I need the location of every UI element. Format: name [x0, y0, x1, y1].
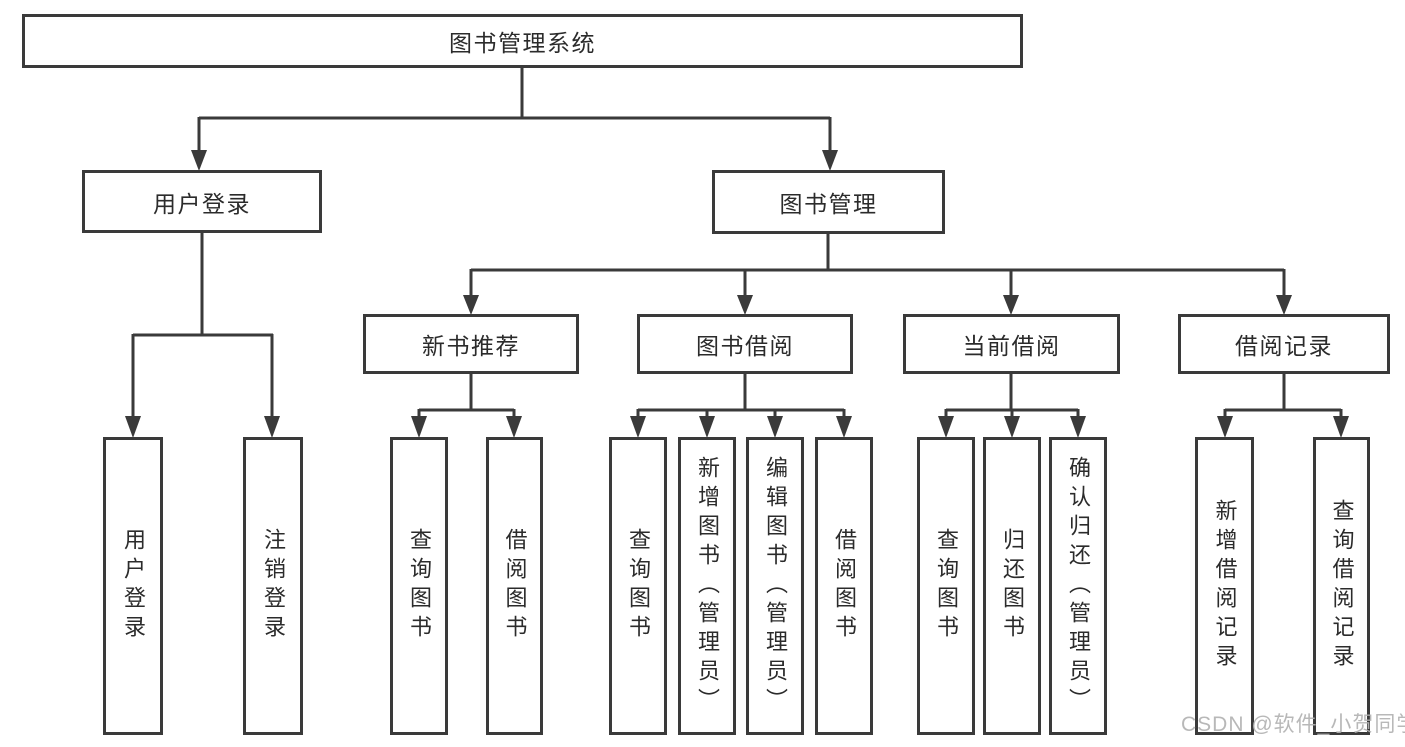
node-query-borrow-record-label: 查询借阅记录: [1329, 499, 1355, 673]
arrowhead-icon: [767, 416, 783, 438]
node-query-borrow-record: 查询借阅记录: [1313, 437, 1370, 735]
connector-arrowheads-level3: [463, 295, 1292, 315]
arrowhead-icon: [1003, 295, 1019, 315]
node-query-books-borrow: 查询图书: [609, 437, 667, 735]
node-return-book: 归还图书: [983, 437, 1041, 735]
node-borrow-books-recommend: 借阅图书: [486, 437, 543, 735]
arrowhead-icon: [1070, 416, 1086, 438]
node-borrow-books-leaf-label: 借阅图书: [832, 528, 857, 644]
watermark: CSDN @软件_小贺同学: [1181, 713, 1405, 736]
connector-arrowheads-level2: [191, 150, 838, 171]
node-book-management: 图书管理: [712, 170, 945, 234]
node-library-system-label: 图书管理系统: [449, 30, 596, 56]
node-borrow-books-leaf: 借阅图书: [815, 437, 873, 735]
node-confirm-return-admin: 确认归还（管理员）: [1049, 437, 1107, 735]
connector-book-management-children: [469, 232, 1286, 298]
arrowhead-icon: [938, 416, 954, 438]
connector-arrowheads-borrow-records: [1217, 416, 1349, 438]
node-new-book-recommend-label: 新书推荐: [422, 333, 520, 359]
node-query-books-recommend-label: 查询图书: [407, 528, 432, 644]
connector-user-login-children: [131, 231, 274, 420]
connector-root-to-level2: [197, 66, 832, 153]
arrowhead-icon: [822, 150, 838, 171]
node-query-books-recommend: 查询图书: [390, 437, 448, 735]
node-query-books-current: 查询图书: [917, 437, 975, 735]
connector-arrowheads-current-borrow: [938, 416, 1086, 438]
node-query-books-borrow-label: 查询图书: [626, 528, 651, 644]
arrowhead-icon: [1004, 416, 1020, 438]
arrowhead-icon: [264, 416, 280, 438]
arrowhead-icon: [699, 416, 715, 438]
node-confirm-return-admin-label: 确认归还（管理员）: [1066, 455, 1091, 717]
node-user-login-leaf-label: 用户登录: [121, 528, 146, 644]
connector-borrow-records-children: [1223, 372, 1343, 421]
connector-arrowheads-book-borrow: [630, 416, 852, 438]
connector-book-borrow-children: [636, 372, 846, 421]
node-current-borrow: 当前借阅: [903, 314, 1120, 374]
node-edit-book-admin-label: 编辑图书（管理员）: [763, 455, 788, 717]
node-query-books-current-label: 查询图书: [934, 528, 959, 644]
node-library-system: 图书管理系统: [22, 14, 1023, 68]
arrowhead-icon: [463, 295, 479, 315]
node-book-borrow: 图书借阅: [637, 314, 853, 374]
node-return-book-label: 归还图书: [1000, 528, 1025, 644]
node-new-book-recommend: 新书推荐: [363, 314, 579, 374]
node-book-management-label: 图书管理: [779, 191, 878, 217]
connector-new-book-children: [417, 372, 516, 421]
node-user-login: 用户登录: [82, 170, 322, 233]
node-user-login-label: 用户登录: [153, 190, 251, 217]
node-edit-book-admin: 编辑图书（管理员）: [746, 437, 804, 735]
arrowhead-icon: [191, 150, 207, 171]
node-book-borrow-label: 图书借阅: [696, 333, 794, 359]
connector-current-borrow-children: [944, 372, 1080, 421]
arrowhead-icon: [737, 295, 753, 315]
node-add-borrow-record: 新增借阅记录: [1195, 437, 1254, 735]
node-add-book-admin-label: 新增图书（管理员）: [695, 455, 720, 717]
arrowhead-icon: [630, 416, 646, 438]
arrowhead-icon: [1276, 295, 1292, 315]
node-borrow-records-label: 借阅记录: [1235, 333, 1333, 359]
node-borrow-books-recommend-label: 借阅图书: [502, 528, 528, 644]
connector-arrowheads-user-login: [125, 416, 280, 438]
arrowhead-icon: [1333, 416, 1349, 438]
arrowhead-icon: [125, 416, 141, 438]
arrowhead-icon: [1217, 416, 1233, 438]
node-current-borrow-label: 当前借阅: [962, 333, 1061, 359]
arrowhead-icon: [836, 416, 852, 438]
node-add-book-admin: 新增图书（管理员）: [678, 437, 736, 735]
connector-arrowheads-new-book: [411, 416, 522, 438]
node-borrow-records: 借阅记录: [1178, 314, 1390, 374]
arrowhead-icon: [411, 416, 427, 438]
node-add-borrow-record-label: 新增借阅记录: [1212, 499, 1238, 673]
arrowhead-icon: [506, 416, 522, 438]
node-user-login-leaf: 用户登录: [103, 437, 163, 735]
node-logout-label: 注销登录: [261, 528, 286, 644]
node-logout: 注销登录: [243, 437, 303, 735]
